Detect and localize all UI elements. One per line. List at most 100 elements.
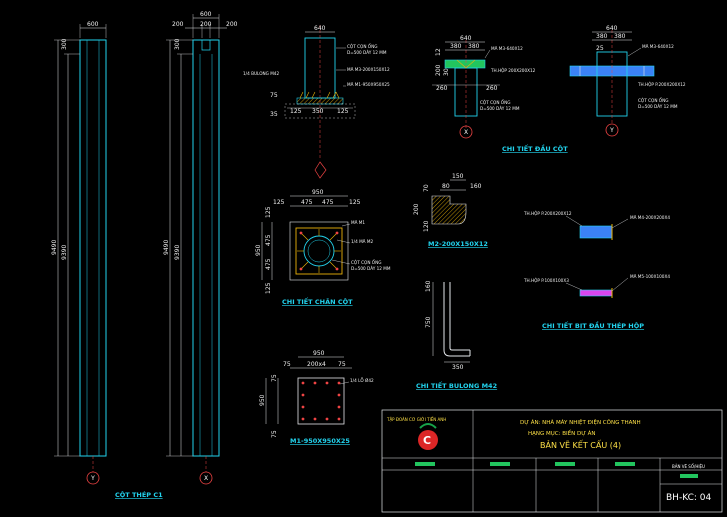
company-name: TẬP ĐOÀN CƠ GIỚI TIẾN ANH [386, 416, 446, 422]
column-head-left-notes-0-label: CỘT CỌN ỐNG [347, 44, 377, 49]
col-x-width-dim: 600 [200, 11, 212, 18]
column-x: 600 200 200 200 300 9490 9390 X [163, 11, 238, 485]
column-head-left-dims-5-label: 350 [312, 108, 324, 115]
column-elevation: 600 300 9490 9390 Y [51, 11, 238, 499]
column-y: 600 300 9490 9390 Y [51, 21, 107, 485]
beam-connection-row2-left-label: TH.HỘP P.100X100X3 [523, 278, 569, 283]
plate-m1-dims-6-label: 75 [271, 430, 278, 438]
plate-m2-dims-0-label: 150 [452, 173, 464, 180]
bolt-m42: 160 750 350 CHI TIẾT BULONG M42 [416, 280, 497, 390]
plate-m2-dims-4-label: 200 [413, 203, 420, 215]
plate-m1-dims-1-label: 75 [283, 361, 291, 368]
column-head-left-dims-1-label: 75 [270, 92, 278, 99]
column-head-right: 640 380 380 25 MÃ M3-640X12 TH.HỘP P.200… [569, 25, 686, 137]
column-head-left-notes-2-label: MÃ M3-200X150X12 [347, 67, 390, 72]
column-base-dims-top-2-label: 475 [301, 199, 313, 206]
bolt-m42-dims-1-label: 750 [425, 316, 432, 328]
plate-m1-note-label: 1/4 LỖ Ø42 [350, 378, 374, 383]
plate-m1-dims-0-label: 950 [313, 350, 325, 357]
axis-bubble-y [86, 471, 100, 485]
svg-text:C: C [423, 434, 431, 447]
column-head-right-notes-0-label: MÃ M3-640X12 [642, 44, 674, 49]
column-head-mid-notes-2-label: CỘT CỌN ỐNG [480, 100, 510, 105]
drawing-title: BẢN VẼ KẾT CẤU (4) [540, 439, 621, 450]
column-head-mid-axis-label: X [464, 129, 468, 136]
axis-bubble-x [199, 471, 213, 485]
plate-m1: 950 75 200x4 75 75 950 75 1/4 LỖ Ø42 M1-… [259, 350, 374, 445]
plate-m2: 150 80 160 70 200 120 M2-200X150X12 [413, 173, 488, 248]
column-head-left-notes-4-label: 1/4 BULONG M42 [243, 71, 279, 76]
column-head-left: 640 75 35 125 350 125 CỘT CỌN ỐNG D=500 … [243, 25, 390, 179]
column-base-dims-left-4-label: 125 [265, 282, 272, 294]
plate-m1-dims-2-label: 200x4 [307, 361, 326, 368]
plate-m2-title: M2-200X150X12 [428, 240, 488, 248]
column-base-dims-top-0-label: 950 [312, 189, 324, 196]
column-elevation-title: CỘT THÉP C1 [115, 490, 163, 499]
column-head-mid-dims-2-label: 380 [468, 43, 480, 50]
column-base-dims-top-3-label: 475 [322, 199, 334, 206]
sheet-number: BH-KC: 04 [666, 493, 712, 503]
bolt-m42-dims-2-label: 350 [452, 364, 464, 371]
column-base-notes-2-label: CỘT CỌN ỐNG [351, 260, 381, 265]
column-base: 950 125 475 475 125 125 475 950 475 125 … [255, 189, 391, 306]
bolt-m42-dims-0-label: 160 [425, 280, 432, 292]
column-head-left-dims-4-label: 125 [290, 108, 302, 115]
col-x-total-dim: 9490 [163, 240, 170, 255]
beam-connection-row2-right-label: MÃ M5-100X100X4 [630, 274, 670, 279]
column-head-mid-notes-1-label: TH.HỘP 200X200X12 [490, 68, 536, 73]
plate-m1-dims-4-label: 75 [271, 374, 278, 382]
column-head-left-dims-0-label: 640 [314, 25, 326, 32]
column-head-right-dims-0-label: 640 [606, 25, 618, 32]
column-head-mid-dims-3-label: 200 [435, 64, 442, 76]
beam-connection-row1-right-label: MÃ M4-200X200X4 [630, 215, 670, 220]
axis-x-label: X [204, 475, 208, 482]
project-name: DỰ ÁN: NHÀ MÁY NHIỆT ĐIỆN CÔNG THANH [520, 418, 641, 426]
plate-m2-dims-3-label: 160 [470, 183, 482, 190]
column-head-right-axis-label: Y [609, 127, 614, 134]
column-head-mid-dims-1-label: 380 [450, 43, 462, 50]
column-head-mid-dims-0-label: 640 [460, 35, 472, 42]
column-base-dims-left-3-label: 475 [265, 258, 272, 270]
col-y-part-dim: 9390 [61, 245, 68, 260]
column-base-notes-1-label: 1/4 MÃ M2 [351, 239, 373, 244]
column-head-right-dims-3-label: 25 [596, 45, 604, 52]
column-head-title: CHI TIẾT ĐẦU CỘT [502, 143, 568, 153]
col-y-total-dim: 9490 [51, 240, 58, 255]
column-base-notes-0-label: MÃ M1 [351, 220, 365, 225]
column-base-dims-left-0-label: 125 [265, 206, 272, 218]
column-head-mid-dims-6-label: 260 [436, 85, 448, 92]
beam-connection-row1-left-label: TH.HỘP P.200X200X12 [523, 211, 572, 216]
column-head-right-notes-1-label: TH.HỘP P.200X200X12 [637, 82, 686, 87]
column-base-dims-top-4-label: 125 [349, 199, 361, 206]
col-y-width-dim: 600 [87, 21, 99, 28]
axis-y-label: Y [90, 475, 95, 482]
column-base-dims-left-1-label: 475 [265, 234, 272, 246]
column-base-dims-left-2-label: 950 [255, 244, 262, 256]
col-x-dim-1: 200 [172, 21, 184, 28]
column-base-dims-top-1-label: 125 [273, 199, 285, 206]
title-block[interactable]: TẬP ĐOÀN CƠ GIỚI TIẾN ANH C DỰ ÁN: NHÀ M… [381, 409, 723, 513]
column-head-mid-dims-7-label: 260 [486, 85, 498, 92]
plate-m2-dims-2-label: 80 [442, 183, 450, 190]
column-head-left-dims-3-label: 35 [270, 111, 278, 118]
column-head-mid-notes-0-label: MÃ M3-640X12 [491, 46, 523, 51]
column-head-right-notes-2-label: CỘT CỌN ỐNG [638, 98, 668, 103]
plate-m1-dims-3-label: 75 [338, 361, 346, 368]
sheet-label: BẢN VẼ SỐ/HIỆU [672, 464, 705, 469]
col-x-dim-2: 200 [200, 21, 212, 28]
column-head-mid-notes-3-label: D=500 DÀY 12 MM [480, 106, 520, 111]
column-head-right-notes-3-label: D=500 DÀY 12 MM [638, 104, 678, 109]
column-head-left-notes-1-label: D=500 DÀY 12 MM [347, 50, 387, 55]
plate-m2-dims-5-label: 120 [423, 220, 430, 232]
column-head-right-dims-2-label: 380 [614, 33, 626, 40]
column-head-left-notes-3-label: MÃ M1-950X950X25 [347, 82, 390, 87]
plate-m2-dims-1-label: 70 [423, 184, 430, 192]
column-base-notes-3-label: D=500 DÀY 12 MM [351, 266, 391, 271]
company-logo: C [418, 423, 438, 450]
column-head-right-dims-1-label: 380 [596, 33, 608, 40]
col-y-top-dim: 300 [61, 38, 68, 50]
column-base-title: CHI TIẾT CHÂN CỘT [282, 296, 353, 306]
bolt-m42-title: CHI TIẾT BULONG M42 [416, 380, 497, 390]
column-head-mid-dims-4-label: 12 [435, 48, 442, 56]
